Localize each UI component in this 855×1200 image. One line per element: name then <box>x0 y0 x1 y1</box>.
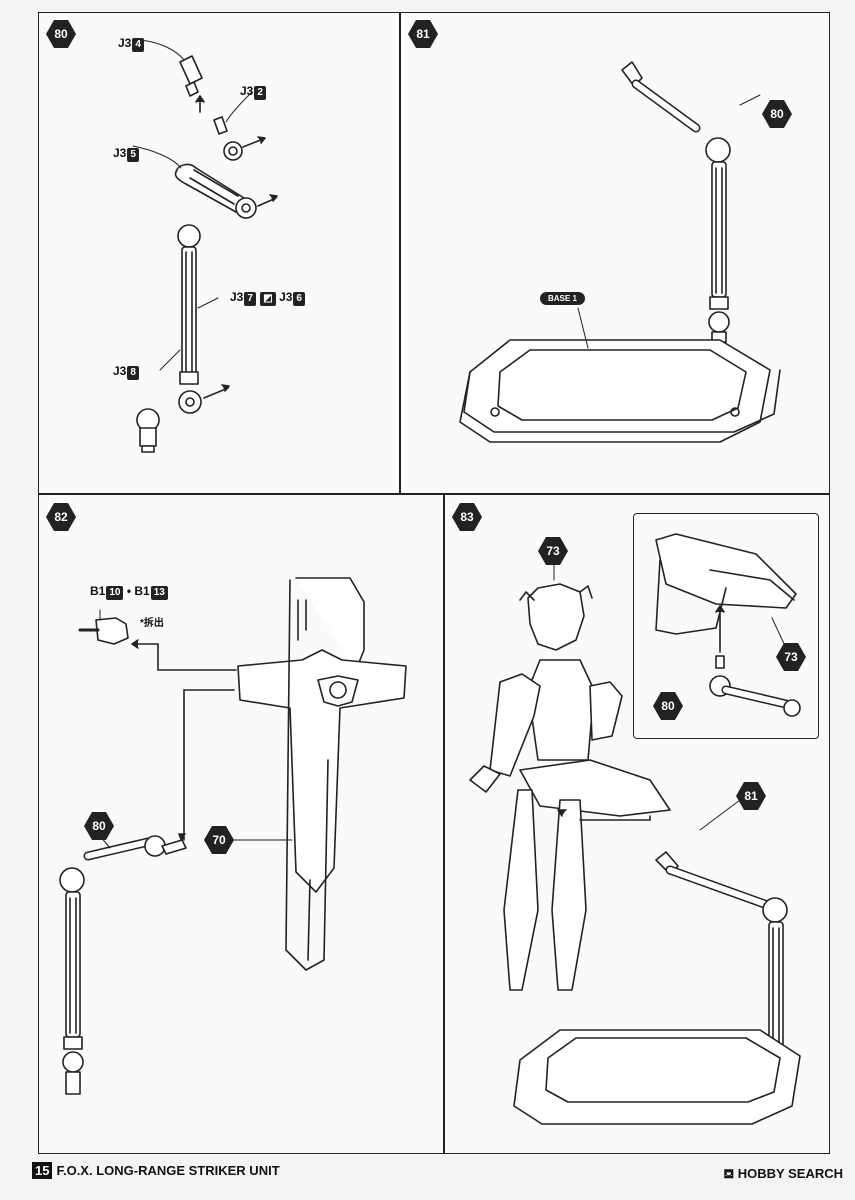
step-82-number: 82 <box>46 503 76 531</box>
step-81-stand <box>459 61 781 443</box>
step-83-figure <box>469 559 801 1125</box>
step-80-parts <box>132 39 278 453</box>
page-number: 15 <box>32 1162 53 1179</box>
remove-note: *拆出 <box>140 618 164 629</box>
step-80-panel <box>38 12 400 494</box>
step-83-number: 83 <box>452 503 482 531</box>
base-label: BASE 1 <box>540 292 585 305</box>
step-82-parts <box>59 577 407 1095</box>
product-title: F.O.X. LONG-RANGE STRIKER UNIT <box>56 1163 280 1178</box>
option-icon: ◩ <box>260 292 276 306</box>
step-81-number: 81 <box>408 20 438 48</box>
step-83-ref-81: 81 <box>736 782 766 810</box>
step-82-ref-80: 80 <box>84 812 114 840</box>
brand-icon: ⛾ <box>723 1166 735 1181</box>
step-80-number: 80 <box>46 20 76 48</box>
inset-ref-73: 73 <box>776 643 806 671</box>
hobby-search-watermark: ⛾ HOBBY SEARCH <box>723 1166 843 1181</box>
step-83-inset-art <box>655 533 801 717</box>
step-82-ref-70: 70 <box>204 826 234 854</box>
step-83-ref-73: 73 <box>538 537 568 565</box>
step-81-ref-80: 80 <box>762 100 792 128</box>
inset-ref-80: 80 <box>653 692 683 720</box>
